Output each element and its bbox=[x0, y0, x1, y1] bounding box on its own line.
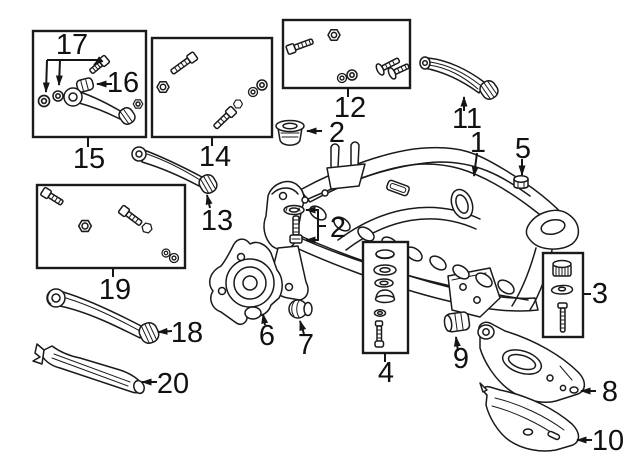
callout-6[interactable]: 6 bbox=[259, 320, 275, 352]
bolt-icon bbox=[213, 105, 238, 130]
lock-nut-icon bbox=[552, 259, 572, 277]
callout-18[interactable]: 18 bbox=[171, 317, 203, 349]
washer-icon bbox=[168, 252, 180, 264]
callout-5[interactable]: 5 bbox=[515, 133, 531, 165]
kit-box-3 bbox=[541, 251, 585, 339]
washer-icon bbox=[37, 94, 51, 108]
callout-2a[interactable]: 2 bbox=[329, 117, 345, 149]
washer-icon bbox=[346, 69, 358, 81]
arm-icon bbox=[63, 87, 144, 125]
kit-box-4 bbox=[361, 240, 410, 355]
kit-box-14 bbox=[150, 36, 274, 139]
callout-8[interactable]: 8 bbox=[602, 376, 618, 408]
bolt-icon bbox=[375, 57, 401, 76]
stud-bolt-icon bbox=[374, 320, 385, 348]
callout-1[interactable]: 1 bbox=[470, 127, 486, 159]
callout-3[interactable]: 3 bbox=[592, 278, 608, 310]
washer-icon bbox=[247, 86, 259, 98]
control-arm-13 bbox=[131, 146, 218, 194]
callout-9[interactable]: 9 bbox=[453, 343, 469, 375]
callout-13[interactable]: 13 bbox=[201, 205, 233, 237]
callout-12[interactable]: 12 bbox=[334, 92, 366, 124]
strut-rod-brace bbox=[32, 343, 145, 395]
callout-17[interactable]: 17 bbox=[56, 29, 88, 61]
callout-7[interactable]: 7 bbox=[298, 329, 314, 361]
knuckle-bushing bbox=[288, 299, 313, 319]
callout-16[interactable]: 16 bbox=[107, 67, 139, 99]
bolt-icon bbox=[557, 302, 568, 333]
flange-nut bbox=[513, 175, 529, 189]
subframe-mount-bushing bbox=[275, 119, 305, 146]
lower-arm-cover bbox=[479, 382, 580, 452]
kit-box-15 bbox=[31, 29, 148, 139]
leader-lines bbox=[42, 56, 596, 444]
bushing-16 bbox=[75, 77, 95, 93]
lower-arm-bushing bbox=[443, 311, 471, 333]
washer-icon bbox=[256, 79, 268, 91]
rear-knuckle bbox=[209, 238, 283, 325]
kit-box-19 bbox=[35, 183, 187, 270]
rear-subframe-crossmember bbox=[263, 141, 580, 318]
bolt-icon bbox=[285, 38, 314, 55]
upper-control-arm bbox=[419, 56, 499, 100]
callout-2b[interactable]: 2 bbox=[330, 212, 346, 244]
callout-10[interactable]: 10 bbox=[592, 425, 624, 457]
rear-lower-control-arm bbox=[477, 321, 586, 403]
washer-icon bbox=[52, 90, 64, 102]
bolt-icon bbox=[40, 186, 64, 206]
callout-11[interactable]: 11 bbox=[452, 103, 482, 135]
washer-icon bbox=[336, 72, 348, 84]
bolt-icon bbox=[170, 51, 199, 75]
callout-15[interactable]: 15 bbox=[73, 143, 105, 175]
kit-box-12 bbox=[281, 18, 412, 90]
callout-20[interactable]: 20 bbox=[157, 368, 189, 400]
callout-14[interactable]: 14 bbox=[199, 141, 231, 173]
callout-4[interactable]: 4 bbox=[378, 357, 394, 389]
washer-icon bbox=[161, 248, 171, 258]
bolt-icon bbox=[387, 63, 410, 80]
mount-washer-and-bolt bbox=[283, 204, 305, 244]
trailing-arm bbox=[46, 288, 160, 344]
bolt-icon bbox=[117, 204, 143, 226]
callout-19[interactable]: 19 bbox=[99, 274, 131, 306]
